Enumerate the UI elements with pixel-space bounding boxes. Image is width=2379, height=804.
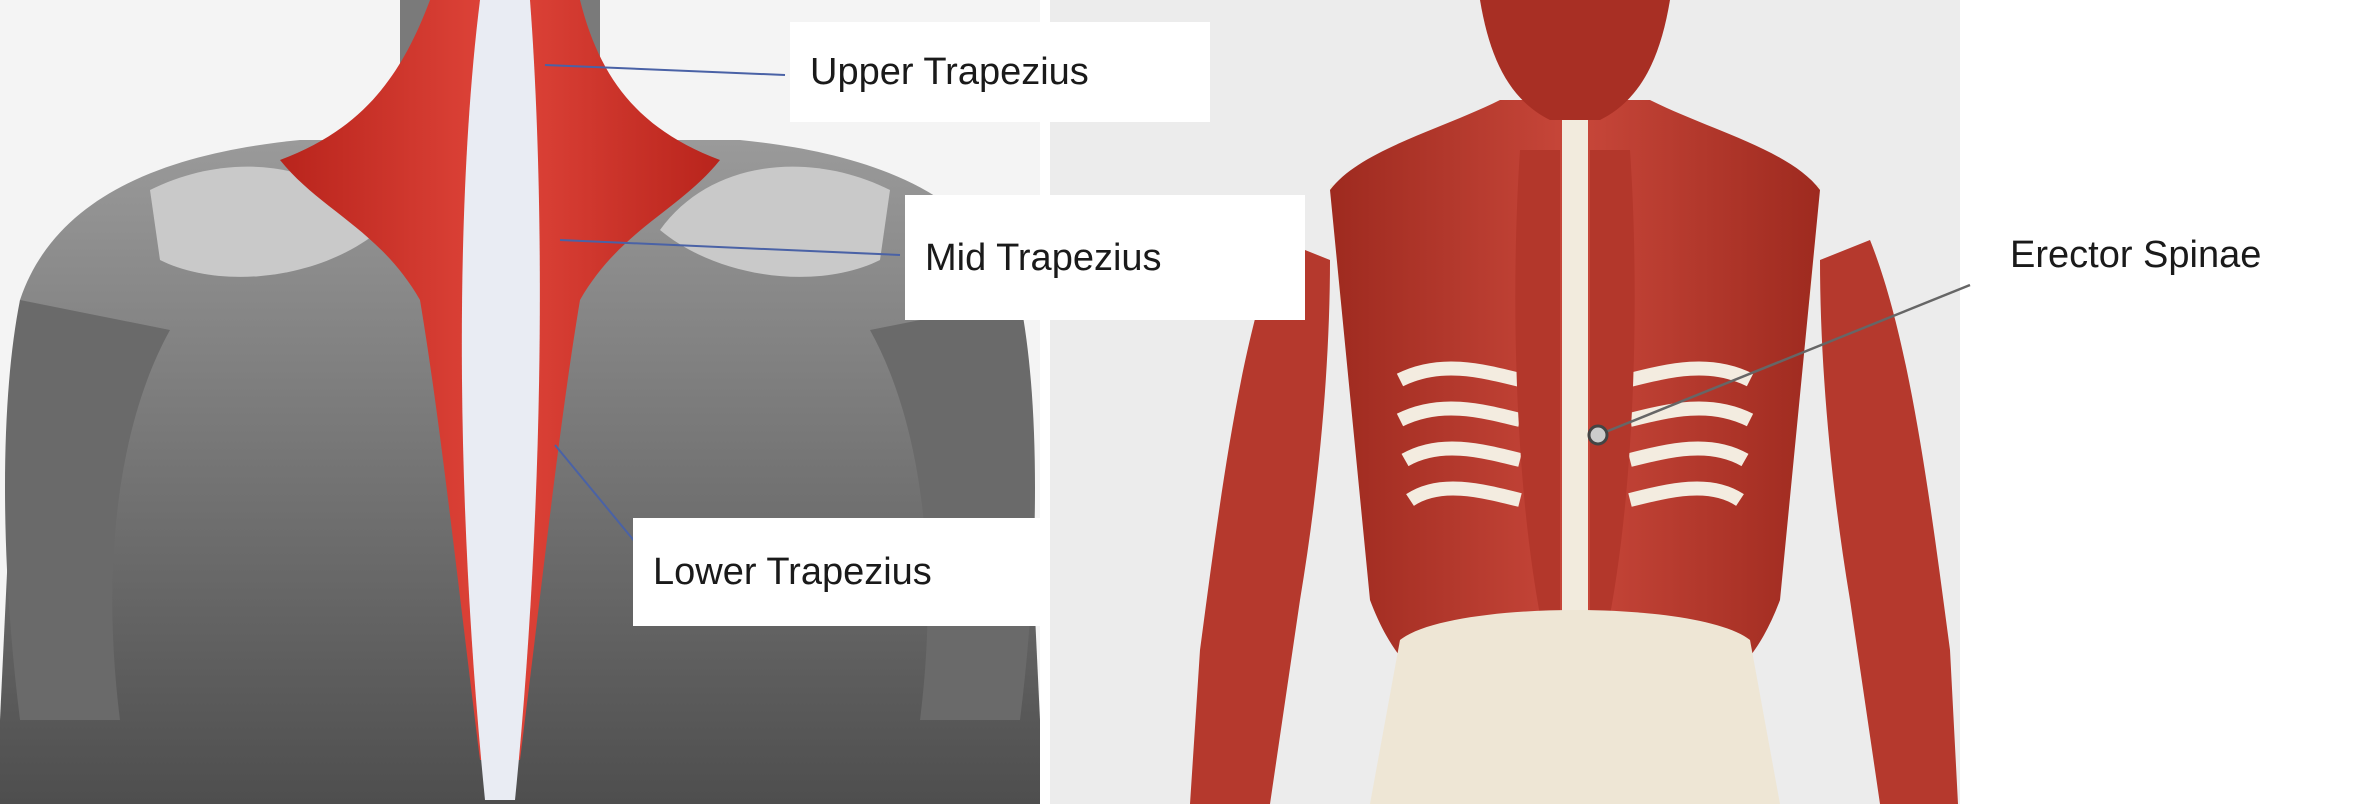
erector-spinae-label: Erector Spinae bbox=[1962, 205, 2379, 305]
erector-spinae-marker bbox=[1589, 426, 1607, 444]
mid-trapezius-label: Mid Trapezius bbox=[905, 195, 1305, 320]
pelvis bbox=[1370, 610, 1780, 804]
lower-trapezius-label: Lower Trapezius bbox=[633, 518, 1043, 626]
upper-trapezius-label: Upper Trapezius bbox=[790, 22, 1210, 122]
